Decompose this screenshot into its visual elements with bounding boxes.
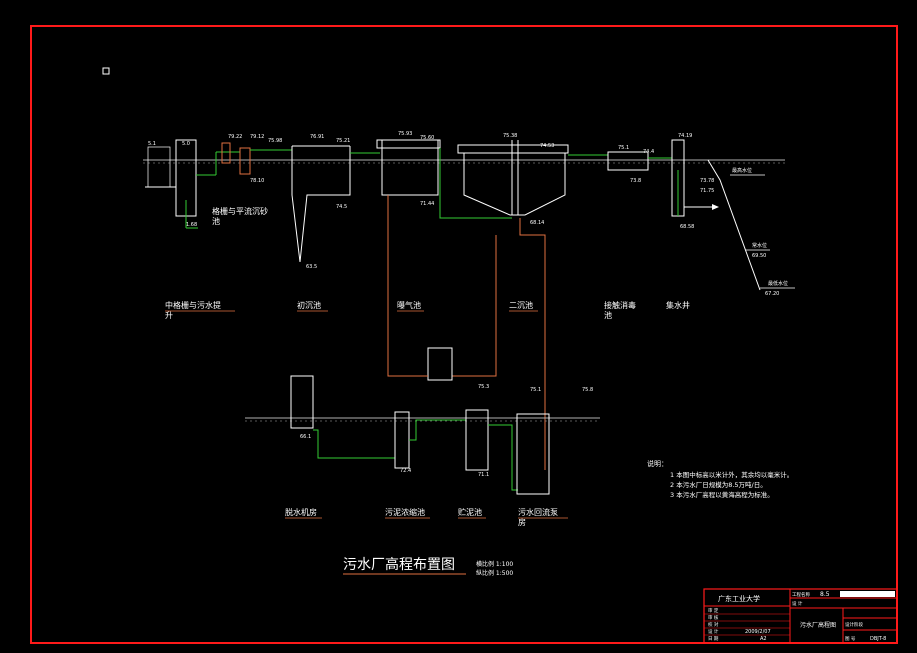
svg-text:66.1: 66.1 [300, 434, 311, 440]
river-bank [707, 159, 795, 291]
label-pump-well-2: 升 [165, 311, 173, 320]
svg-text:79.22: 79.22 [228, 134, 242, 140]
sludge-return-loop [387, 195, 546, 470]
svg-text:75.60: 75.60 [420, 135, 434, 141]
svg-text:日 期: 日 期 [708, 636, 719, 642]
svg-text:校 对: 校 对 [708, 621, 719, 628]
label-contact-tank: 接触消毒 [604, 300, 636, 310]
label-contact-tank-2: 池 [604, 310, 612, 320]
label-grit-chamber: 格栅与平流沉砂 [212, 206, 268, 216]
unit-return-pump[interactable] [516, 413, 550, 495]
elevation-tags-bottom: 66.1 72.4 75.3 71.1 75.1 75.8 [300, 384, 593, 478]
svg-text:74.5: 74.5 [336, 204, 347, 210]
label-return-pump: 污水回流泵 [518, 507, 558, 517]
drawing-border [30, 25, 898, 644]
svg-text:71.1: 71.1 [478, 472, 489, 478]
scale-vertical: 纵比例 1:500 [476, 569, 513, 577]
toolbar-strip [0, 0, 917, 8]
svg-text:75.1: 75.1 [530, 387, 541, 393]
svg-text:78.10: 78.10 [250, 178, 264, 184]
notes-block: 说明： 1 本图中标高以米计外，其余均以毫米计。 2 本污水厂日规模为8.5万吨… [647, 459, 793, 499]
svg-text:5.0: 5.0 [182, 141, 190, 147]
ground-line-bottom [245, 417, 600, 422]
unit-contact-tank[interactable] [607, 151, 672, 171]
svg-text:设 计: 设 计 [792, 600, 803, 607]
svg-text:2 本污水厂日规模为8.5万吨/日。: 2 本污水厂日规模为8.5万吨/日。 [670, 480, 767, 489]
label-collection-well: 集水井 [666, 300, 690, 310]
svg-text:75.93: 75.93 [398, 131, 412, 137]
svg-text:最高水位: 最高水位 [732, 167, 752, 174]
label-return-pump-2: 房 [518, 517, 526, 527]
svg-text:图 号: 图 号 [845, 636, 856, 642]
label-grit-chamber-2: 池 [212, 216, 220, 226]
unit-collection-well[interactable] [671, 139, 719, 217]
unit-grit-chamber[interactable] [216, 142, 292, 175]
svg-text:74.19: 74.19 [678, 133, 692, 139]
svg-text:说明：: 说明： [647, 459, 668, 468]
svg-text:75.1: 75.1 [618, 145, 629, 151]
svg-text:审 定: 审 定 [708, 607, 719, 614]
elevation-tags-top: 5.1 5.0 1.68 79.22 79.12 75.98 78.10 76.… [148, 131, 714, 270]
svg-text:工程名称: 工程名称 [792, 591, 810, 598]
svg-text:污水厂高程图: 污水厂高程图 [800, 621, 836, 629]
svg-text:广东工业大学: 广东工业大学 [718, 594, 760, 603]
svg-text:设计阶段: 设计阶段 [845, 621, 863, 628]
svg-text:3 本污水厂高程以黄海高程为标准。: 3 本污水厂高程以黄海高程为标准。 [670, 490, 774, 499]
label-sludge-tank: 贮泥池 [458, 507, 482, 517]
svg-text:72.4: 72.4 [400, 468, 411, 474]
svg-text:74.4: 74.4 [643, 149, 654, 155]
svg-text:74.53: 74.53 [540, 143, 554, 149]
svg-text:75.21: 75.21 [336, 138, 350, 144]
unit-dewatering-room[interactable] [290, 375, 395, 459]
svg-text:最低水位: 最低水位 [768, 280, 788, 287]
svg-text:73.78: 73.78 [700, 178, 714, 184]
svg-text:75.8: 75.8 [582, 387, 593, 393]
label-thickener: 污泥浓缩池 [385, 507, 425, 517]
unit-pump-well[interactable] [145, 139, 217, 229]
svg-text:8.5: 8.5 [820, 591, 830, 598]
svg-text:79.12: 79.12 [250, 134, 264, 140]
unit-thickener[interactable] [394, 411, 466, 469]
title-block: 广东工业大学 8.5 污水厂高程图 2009/2/07 A2 DBJT-8 审 … [703, 588, 898, 644]
drawing-title: 污水厂高程布置图 [343, 556, 455, 573]
svg-text:68.58: 68.58 [680, 224, 694, 230]
svg-text:71.75: 71.75 [700, 188, 714, 194]
svg-text:73.8: 73.8 [630, 178, 641, 184]
unit-primary-clarifier[interactable] [291, 145, 380, 263]
svg-text:71.44: 71.44 [420, 201, 434, 207]
svg-text:68.14: 68.14 [530, 220, 544, 226]
svg-text:75.98: 75.98 [268, 138, 282, 144]
unit-secondary-clarifier[interactable] [457, 140, 608, 216]
svg-text:DBJT-8: DBJT-8 [870, 636, 886, 642]
label-aeration-tank: 曝气池 [397, 300, 421, 310]
svg-text:75.38: 75.38 [503, 133, 517, 139]
unit-aeration-tank[interactable] [376, 139, 512, 219]
svg-text:审 核: 审 核 [708, 614, 719, 621]
label-primary-clarifier: 初沉池 [297, 300, 321, 310]
svg-text:A2: A2 [760, 636, 767, 642]
label-dewatering-room: 脱水机房 [285, 507, 317, 517]
origin-marker [102, 67, 110, 75]
svg-text:67.20: 67.20 [765, 291, 779, 297]
svg-text:75.3: 75.3 [478, 384, 489, 390]
svg-text:63.5: 63.5 [306, 264, 317, 270]
svg-text:常水位: 常水位 [752, 242, 767, 249]
svg-text:2009/2/07: 2009/2/07 [745, 629, 771, 635]
label-pump-well: 中格栅与污水提 [165, 300, 221, 310]
label-secondary-clarifier: 二沉池 [509, 300, 533, 310]
svg-text:76.91: 76.91 [310, 134, 324, 140]
svg-text:1.68: 1.68 [186, 222, 197, 228]
scale-horizontal: 横比例 1:100 [476, 560, 513, 568]
svg-text:69.50: 69.50 [752, 253, 766, 259]
svg-text:5.1: 5.1 [148, 141, 156, 147]
svg-text:设 计: 设 计 [708, 628, 719, 635]
svg-text:1 本图中标高以米计外，其余均以毫米计。: 1 本图中标高以米计外，其余均以毫米计。 [670, 470, 793, 479]
unit-sludge-tank[interactable] [465, 409, 518, 491]
river-level-tags: 最高水位 常水位 最低水位 71.75 69.50 67.20 [700, 167, 788, 297]
